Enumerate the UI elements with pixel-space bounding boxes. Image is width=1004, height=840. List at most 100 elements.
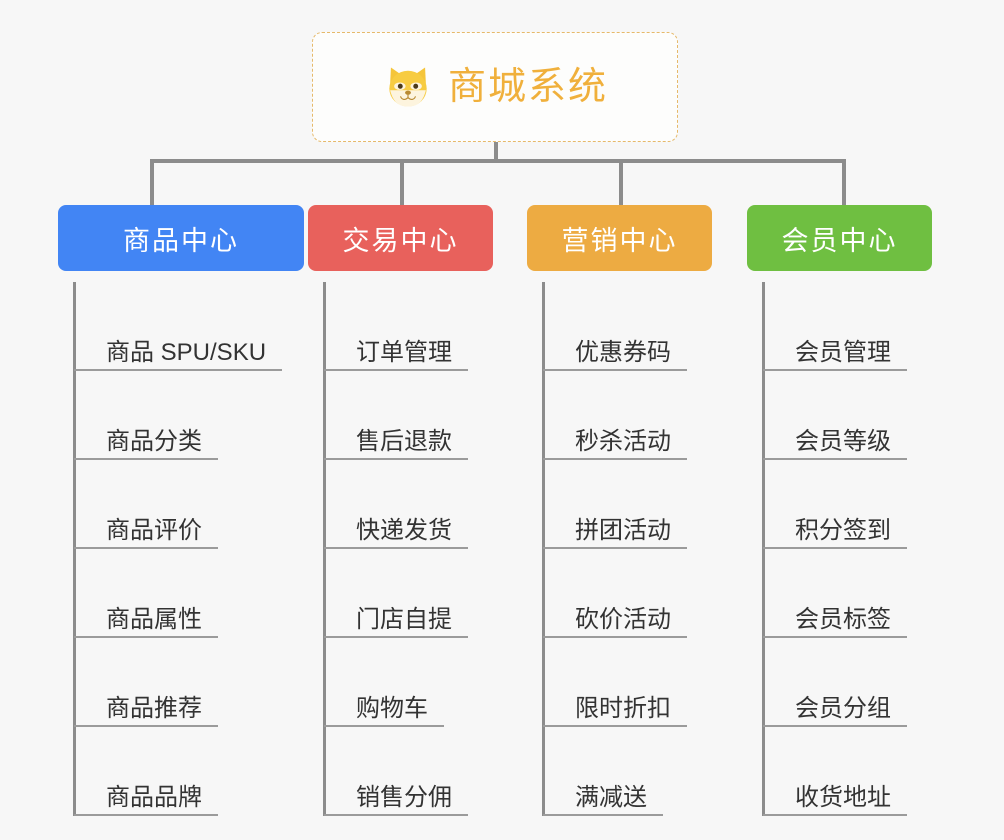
- list-item[interactable]: 销售分佣: [324, 727, 493, 816]
- branch-header-label-3: 营销中心: [561, 225, 678, 256]
- list-item[interactable]: 购物车: [324, 638, 493, 727]
- connector-horizontal-bus: [150, 159, 846, 163]
- branch-column-3: 营销中心 优惠券码 秒杀活动 拼团活动 砍价活动 限时折扣: [527, 205, 712, 816]
- list-item[interactable]: 商品 SPU/SKU: [74, 282, 304, 371]
- leaf-underline: [74, 636, 218, 638]
- leaf-underline: [324, 547, 468, 549]
- leaf-underline: [324, 369, 468, 371]
- list-item[interactable]: 会员标签: [763, 549, 932, 638]
- list-item[interactable]: 会员管理: [763, 282, 932, 371]
- leaf-label: 会员管理: [795, 338, 891, 366]
- leaf-underline: [763, 814, 907, 816]
- leaf-label: 商品推荐: [106, 694, 202, 722]
- list-item[interactable]: 订单管理: [324, 282, 493, 371]
- connector-drop-4: [842, 159, 846, 207]
- leaf-label: 优惠券码: [575, 338, 671, 366]
- leaf-label: 购物车: [356, 694, 428, 722]
- leaf-label: 会员标签: [795, 605, 891, 633]
- branch-header-3[interactable]: 营销中心: [527, 205, 712, 271]
- leaf-underline: [543, 725, 687, 727]
- list-item[interactable]: 门店自提: [324, 549, 493, 638]
- list-item[interactable]: 积分签到: [763, 460, 932, 549]
- leaf-label: 积分签到: [795, 516, 891, 544]
- list-item[interactable]: 售后退款: [324, 371, 493, 460]
- list-item[interactable]: 快递发货: [324, 460, 493, 549]
- list-item[interactable]: 满减送: [543, 727, 712, 816]
- branch-items-2: 订单管理 售后退款 快递发货 门店自提 购物车 销售分佣: [308, 282, 493, 816]
- leaf-label: 商品品牌: [106, 783, 202, 811]
- connector-drop-1: [150, 159, 154, 207]
- leaf-underline: [543, 458, 687, 460]
- leaf-label: 快递发货: [356, 516, 452, 544]
- shiba-dog-face-icon: [382, 61, 434, 113]
- leaf-label: 拼团活动: [575, 516, 671, 544]
- branch-header-label-4: 会员中心: [781, 225, 898, 256]
- leaf-underline: [74, 458, 218, 460]
- leaf-underline: [74, 547, 218, 549]
- leaf-label: 门店自提: [356, 605, 452, 633]
- leaf-underline: [763, 547, 907, 549]
- list-item[interactable]: 商品评价: [74, 460, 304, 549]
- leaf-label: 限时折扣: [575, 694, 671, 722]
- leaf-label: 满减送: [575, 783, 647, 811]
- branch-header-2[interactable]: 交易中心: [308, 205, 493, 271]
- list-item[interactable]: 商品分类: [74, 371, 304, 460]
- list-item[interactable]: 优惠券码: [543, 282, 712, 371]
- leaf-label: 会员分组: [795, 694, 891, 722]
- leaf-label: 会员等级: [795, 427, 891, 455]
- list-item[interactable]: 商品品牌: [74, 727, 304, 816]
- list-item[interactable]: 秒杀活动: [543, 371, 712, 460]
- leaf-label: 订单管理: [356, 338, 452, 366]
- leaf-underline: [543, 814, 663, 816]
- list-item[interactable]: 商品属性: [74, 549, 304, 638]
- branch-column-4: 会员中心 会员管理 会员等级 积分签到 会员标签 会员分组: [747, 205, 932, 816]
- leaf-underline: [763, 636, 907, 638]
- branch-spine-3: [542, 282, 545, 816]
- branch-items-4: 会员管理 会员等级 积分签到 会员标签 会员分组 收货地址: [747, 282, 932, 816]
- leaf-underline: [324, 636, 468, 638]
- leaf-underline: [763, 369, 907, 371]
- branch-spine-2: [323, 282, 326, 816]
- list-item[interactable]: 商品推荐: [74, 638, 304, 727]
- leaf-label: 售后退款: [356, 427, 452, 455]
- branch-items-3: 优惠券码 秒杀活动 拼团活动 砍价活动 限时折扣 满减送: [527, 282, 712, 816]
- list-item[interactable]: 限时折扣: [543, 638, 712, 727]
- branch-header-1[interactable]: 商品中心: [58, 205, 304, 271]
- branch-spine-4: [762, 282, 765, 816]
- branch-spine-1: [73, 282, 76, 816]
- list-item[interactable]: 会员分组: [763, 638, 932, 727]
- branch-column-1: 商品中心 商品 SPU/SKU 商品分类 商品评价 商品属性 商品推荐: [58, 205, 304, 816]
- connector-drop-2: [400, 159, 404, 207]
- list-item[interactable]: 砍价活动: [543, 549, 712, 638]
- leaf-label: 商品评价: [106, 516, 202, 544]
- leaf-underline: [763, 458, 907, 460]
- leaf-underline: [543, 547, 687, 549]
- leaf-label: 收货地址: [795, 783, 891, 811]
- leaf-label: 砍价活动: [575, 605, 671, 633]
- connector-drop-3: [619, 159, 623, 207]
- leaf-label: 销售分佣: [356, 783, 452, 811]
- leaf-label: 秒杀活动: [575, 427, 671, 455]
- leaf-underline: [74, 369, 282, 371]
- connector-root-stem: [494, 142, 498, 163]
- list-item[interactable]: 拼团活动: [543, 460, 712, 549]
- leaf-underline: [763, 725, 907, 727]
- leaf-underline: [324, 725, 444, 727]
- branch-header-4[interactable]: 会员中心: [747, 205, 932, 271]
- leaf-underline: [324, 814, 468, 816]
- branch-items-1: 商品 SPU/SKU 商品分类 商品评价 商品属性 商品推荐 商品品牌: [58, 282, 304, 816]
- branch-column-2: 交易中心 订单管理 售后退款 快递发货 门店自提 购物车: [308, 205, 493, 816]
- leaf-underline: [543, 636, 687, 638]
- leaf-underline: [74, 814, 218, 816]
- list-item[interactable]: 收货地址: [763, 727, 932, 816]
- leaf-label: 商品 SPU/SKU: [106, 338, 267, 366]
- leaf-underline: [543, 369, 687, 371]
- root-node-shop-system[interactable]: 商城系统: [312, 32, 678, 142]
- list-item[interactable]: 会员等级: [763, 371, 932, 460]
- leaf-label: 商品属性: [106, 605, 202, 633]
- leaf-underline: [324, 458, 468, 460]
- root-title: 商城系统: [447, 66, 608, 108]
- leaf-label: 商品分类: [106, 427, 202, 455]
- branch-header-label-2: 交易中心: [342, 225, 459, 256]
